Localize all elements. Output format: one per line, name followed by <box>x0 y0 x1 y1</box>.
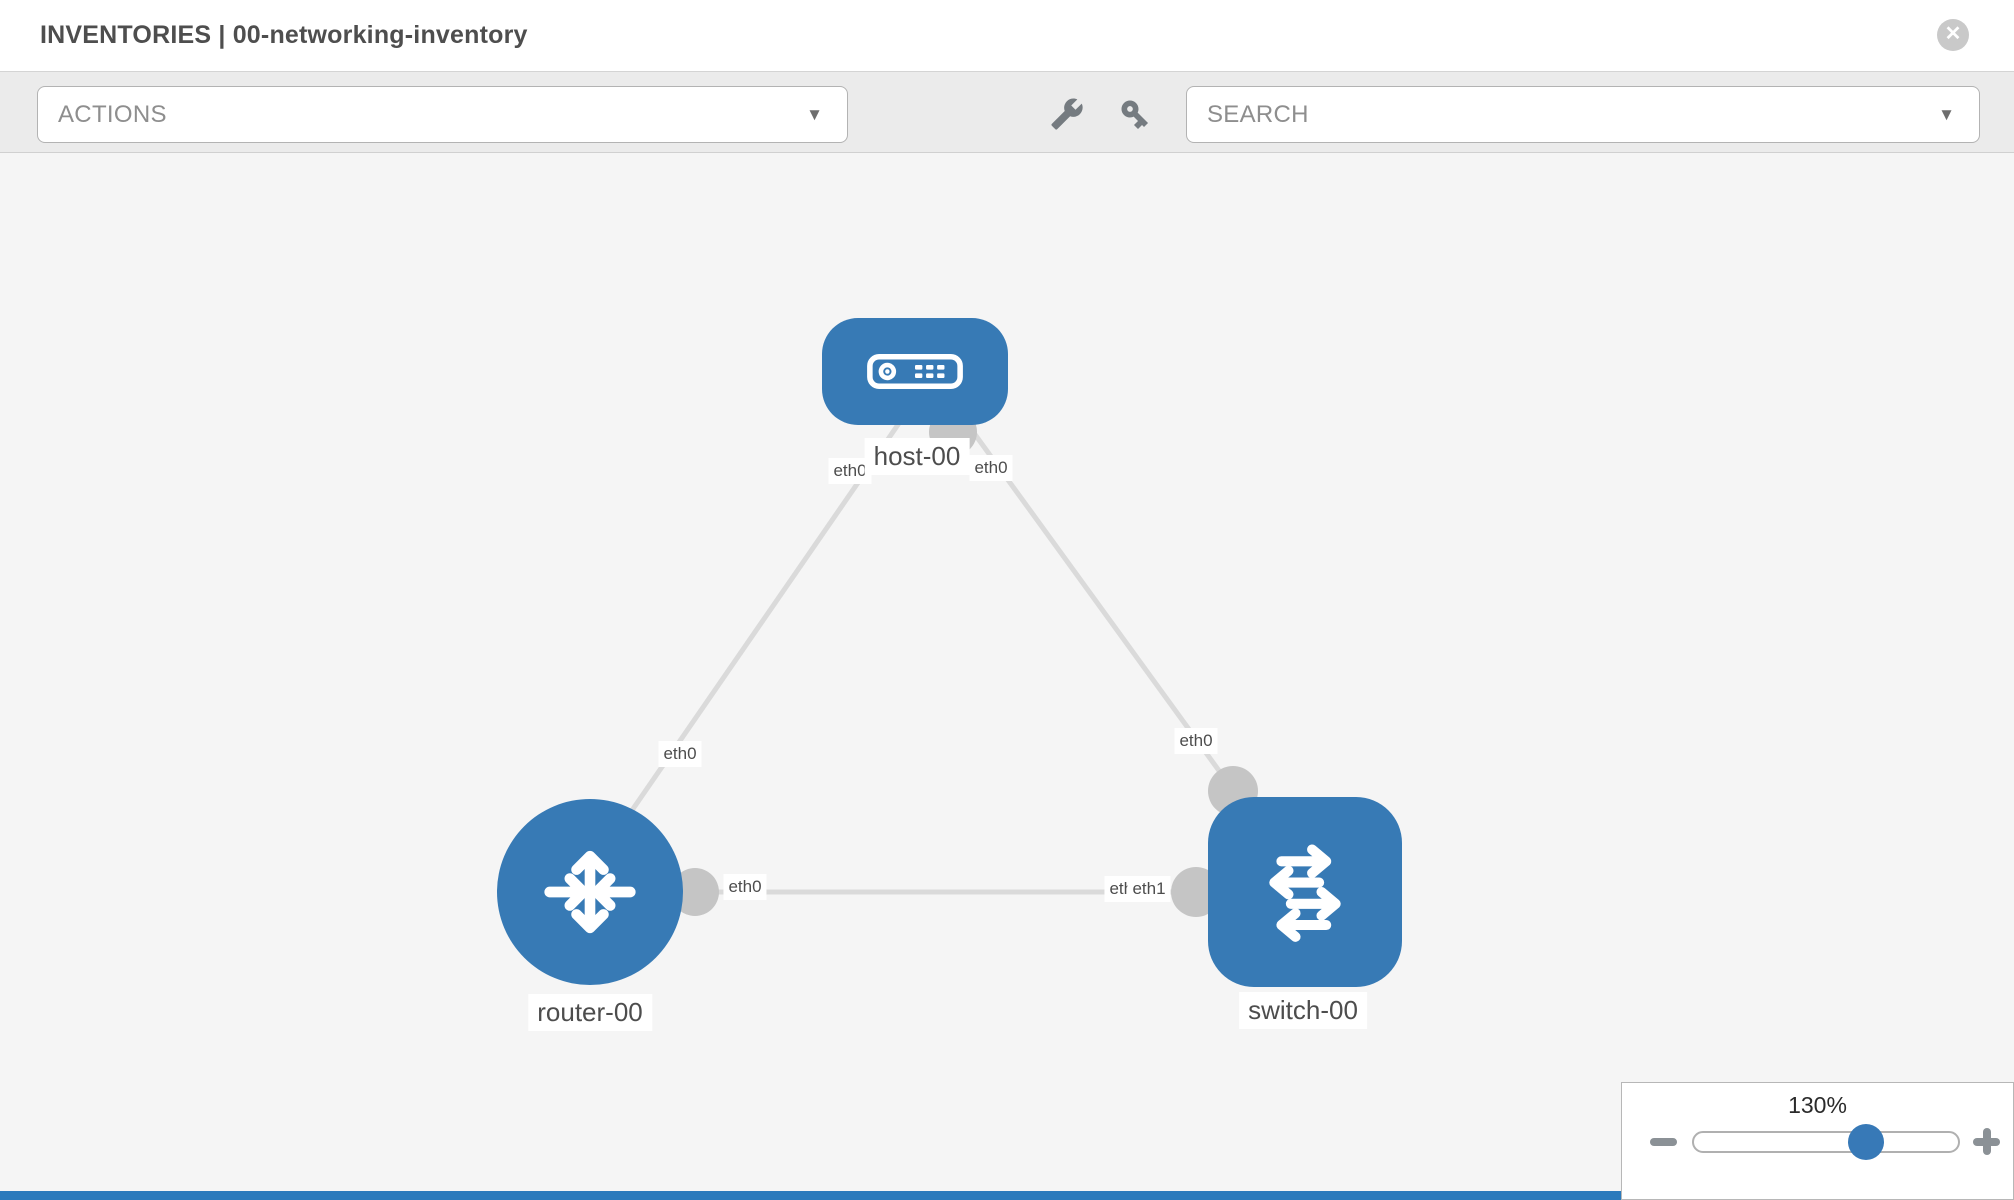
toolbar: ACTIONS ▼ SEARCH ▼ <box>0 72 2014 153</box>
chevron-down-icon: ▼ <box>806 105 823 124</box>
zoom-panel: 130% <box>1621 1082 2014 1200</box>
close-button[interactable]: ✕ <box>1937 19 1969 51</box>
node-router-00[interactable] <box>497 799 683 985</box>
actions-dropdown-label: ACTIONS <box>58 101 167 128</box>
zoom-slider[interactable] <box>1692 1124 1960 1160</box>
search-dropdown[interactable]: SEARCH ▼ <box>1186 86 1980 143</box>
connector-router-eth0 <box>671 868 719 916</box>
router-icon <box>544 850 636 934</box>
node-label-router-00: router-00 <box>528 994 652 1031</box>
if-label-host-eth0-right: eth0 <box>969 455 1013 481</box>
node-label-host-00: host-00 <box>864 438 970 475</box>
wrench-icon <box>1051 98 1083 130</box>
search-dropdown-label: SEARCH <box>1207 101 1309 128</box>
node-switch-00[interactable] <box>1208 797 1402 987</box>
actions-dropdown[interactable]: ACTIONS ▼ <box>37 86 848 143</box>
close-icon: ✕ <box>1944 23 1962 45</box>
if-label-host-eth0-left: eth0 <box>828 458 872 484</box>
tools-button[interactable] <box>1047 94 1087 134</box>
key-icon <box>1121 100 1149 130</box>
node-label-switch-00: switch-00 <box>1239 992 1367 1029</box>
host-icon <box>867 354 963 389</box>
page-title: INVENTORIES | 00-networking-inventory <box>40 21 528 49</box>
topology-links-layer <box>590 398 1258 917</box>
zoom-out-button[interactable] <box>1650 1138 1677 1146</box>
if-label-router-eth0: eth0 <box>723 874 767 900</box>
zoom-slider-thumb[interactable] <box>1848 1124 1884 1160</box>
chevron-down-icon: ▼ <box>1938 105 1955 124</box>
plus-icon <box>1983 1128 1991 1155</box>
if-label-switch-eth1: eth1 <box>1127 876 1171 902</box>
if-label-router-eth0-uplink: eth0 <box>658 741 702 767</box>
if-label-switch-eth0: eth0 <box>1174 728 1218 754</box>
switch-icon <box>1269 844 1341 942</box>
header-bar: INVENTORIES | 00-networking-inventory ✕ <box>0 0 2014 72</box>
key-button[interactable] <box>1115 94 1155 134</box>
zoom-in-button[interactable] <box>1973 1128 2000 1155</box>
network-canvas[interactable]: eth0 eth0 eth0 eth0 eth0 eth0 eth1 host-… <box>0 153 2014 1200</box>
node-host-00[interactable] <box>822 318 1008 425</box>
zoom-level-label: 130% <box>1788 1092 1847 1118</box>
footer-accent-bar <box>0 1191 1621 1200</box>
